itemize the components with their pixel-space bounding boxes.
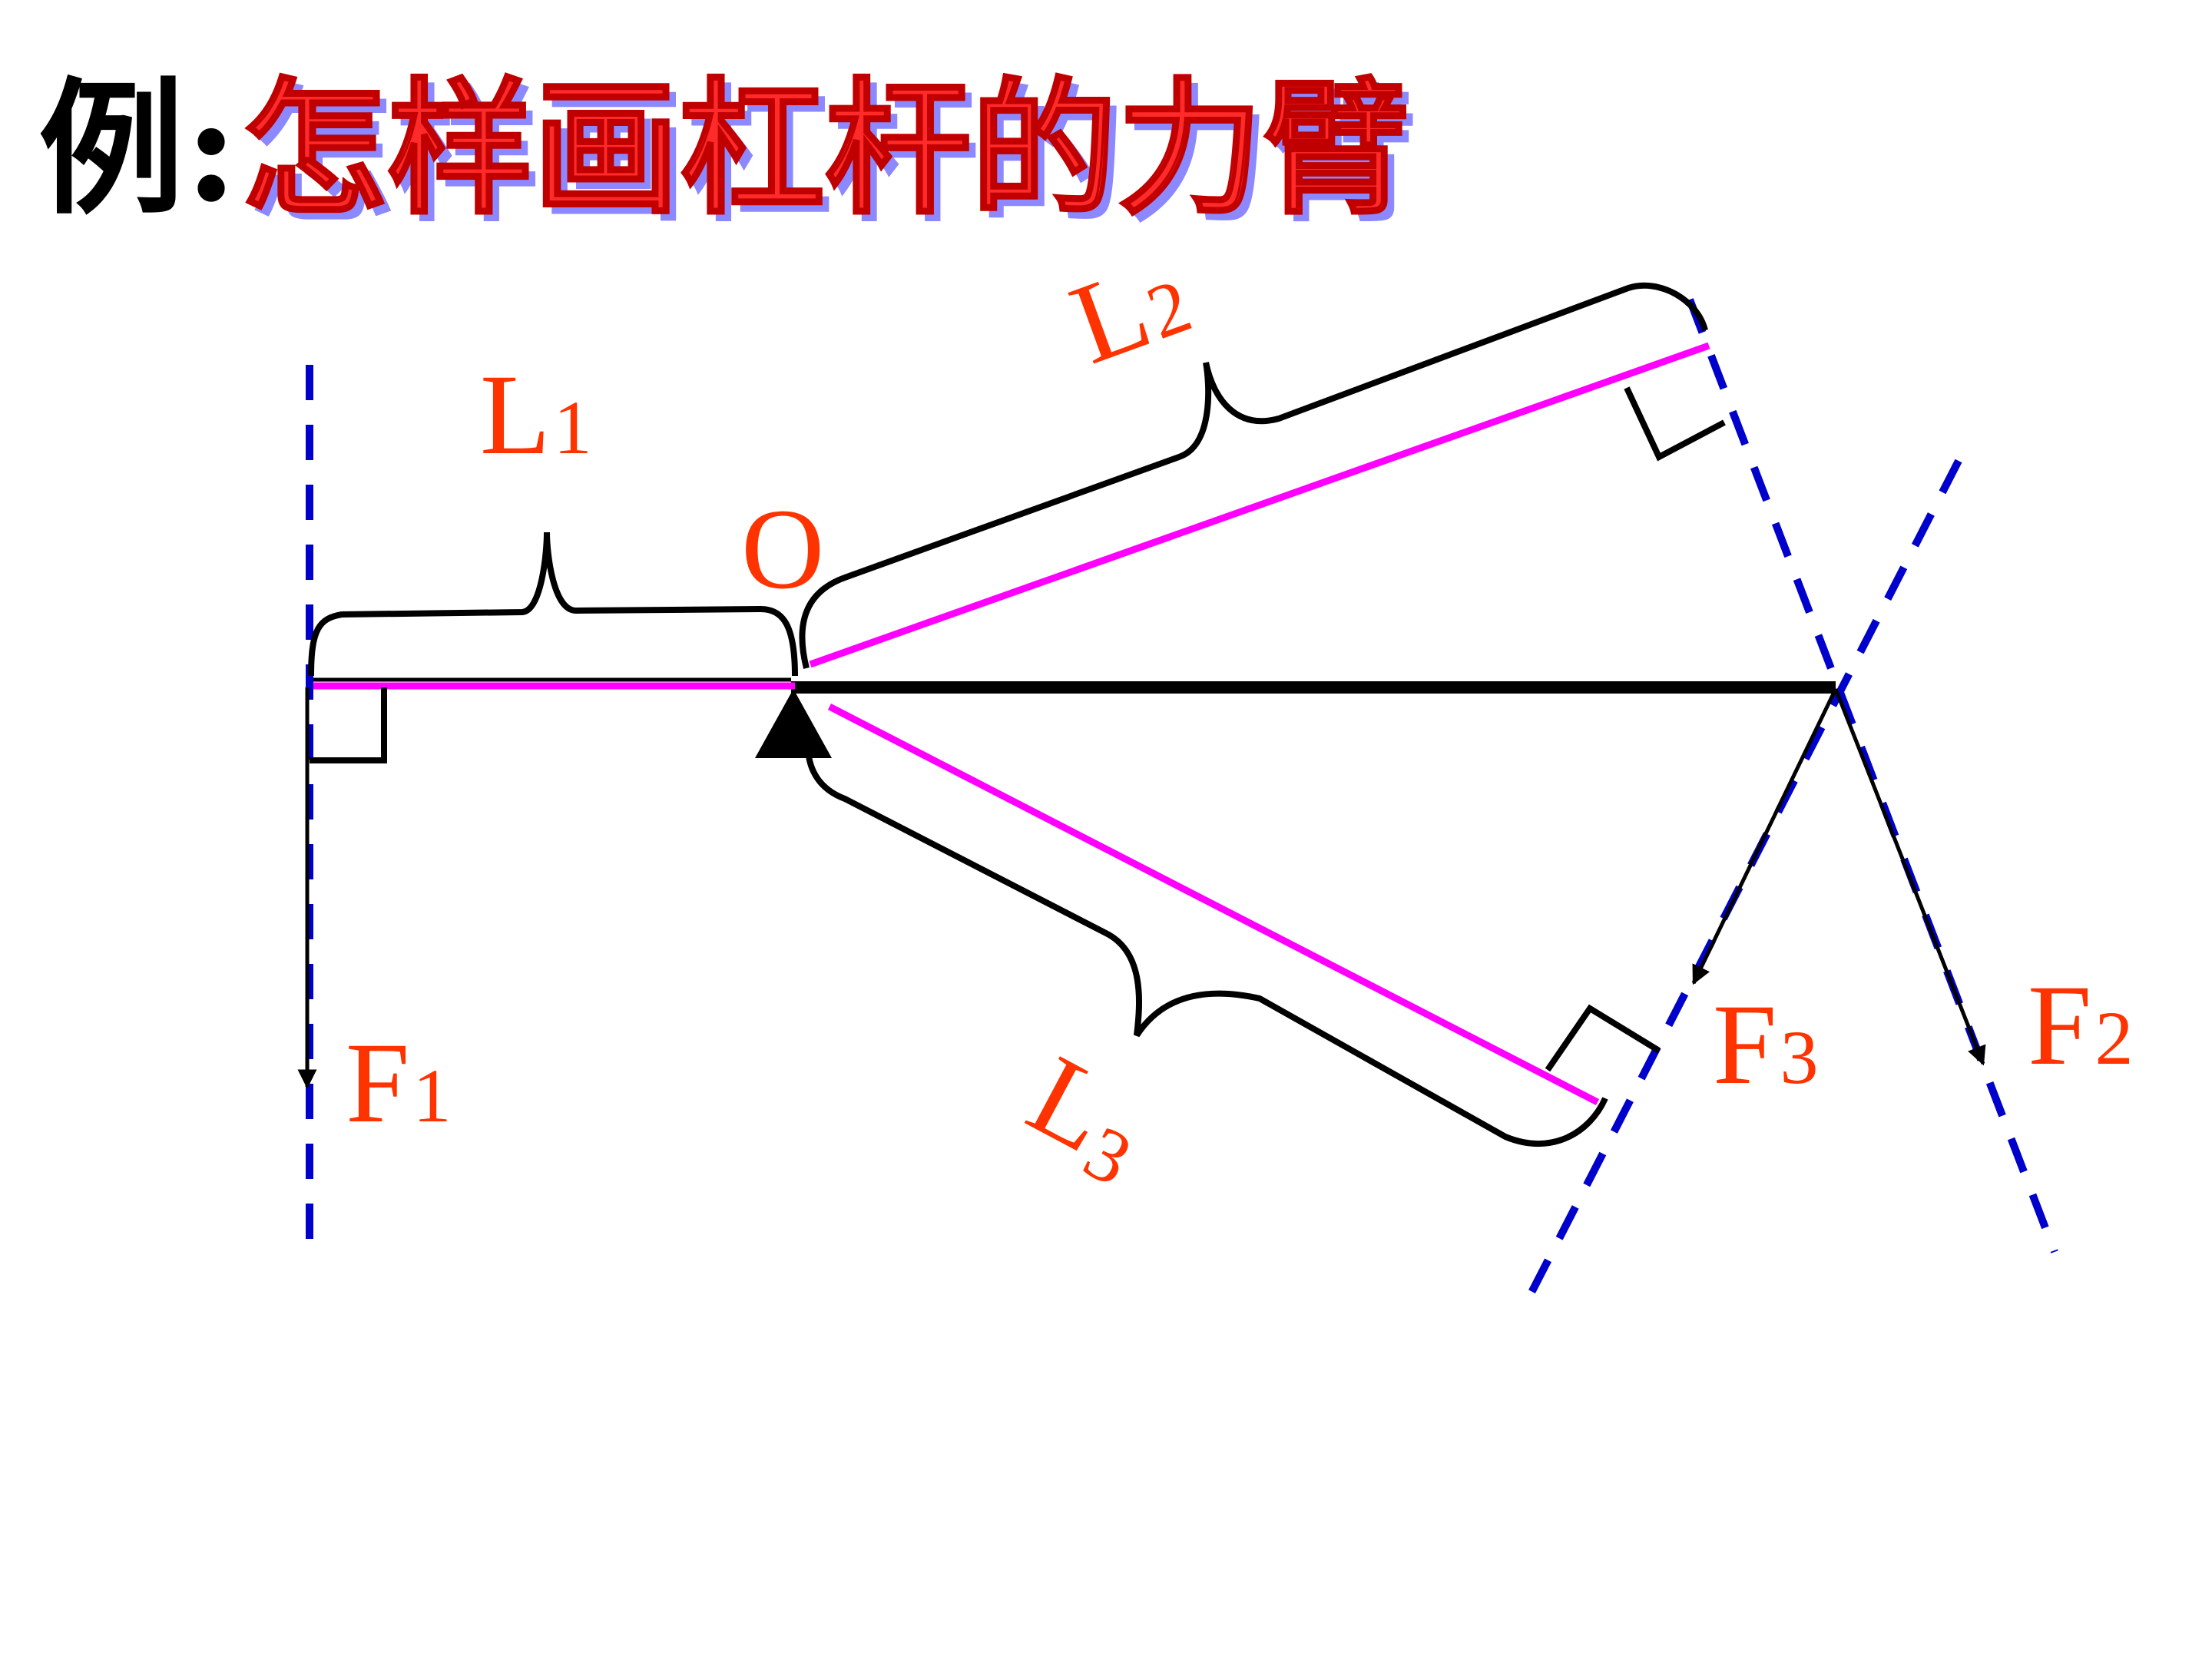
label-F2-main: F	[2028, 962, 2091, 1089]
label-L2-main: L	[1056, 245, 1166, 389]
force-arrow-F2	[1833, 688, 1986, 1066]
label-F1: F1	[346, 1019, 451, 1147]
title-prefix: 例:	[38, 63, 239, 234]
label-F1-sub: 1	[412, 1053, 451, 1138]
label-F1-main: F	[346, 1019, 409, 1147]
label-L1-sub: 1	[554, 385, 592, 470]
label-pivot-O: O	[741, 485, 824, 613]
brace-L2	[799, 282, 1708, 669]
force-arrow-F3	[1691, 687, 1838, 985]
brace-L1	[308, 531, 798, 677]
label-F2-sub: 2	[2094, 995, 2133, 1081]
title-main: 怎样画杠杆的力臂	[240, 62, 1410, 236]
label-F3-main: F	[1713, 981, 1777, 1108]
arm-L2-line	[809, 342, 1710, 668]
action-line-F2	[1686, 298, 2058, 1253]
right-angle-mark-F3	[1545, 1004, 1661, 1072]
label-F3: F3	[1713, 981, 1818, 1108]
pivot-fulcrum	[755, 689, 832, 758]
arm-L3-line	[827, 703, 1600, 1106]
label-L2: L2	[1056, 230, 1205, 389]
right-angle-mark-F1	[310, 687, 387, 763]
action-line-F3	[1517, 459, 1962, 1316]
label-L3: L3	[1006, 1031, 1168, 1203]
slide-title: 例: 怎样画杠杆的力臂	[38, 31, 1410, 242]
right-angle-mark-F2	[1624, 386, 1726, 462]
label-F2: F2	[2028, 962, 2133, 1089]
brace-L3	[805, 725, 1608, 1147]
label-L1: L1	[480, 351, 592, 478]
label-L1-main: L	[480, 351, 551, 478]
label-F3-sub: 3	[1780, 1015, 1818, 1100]
